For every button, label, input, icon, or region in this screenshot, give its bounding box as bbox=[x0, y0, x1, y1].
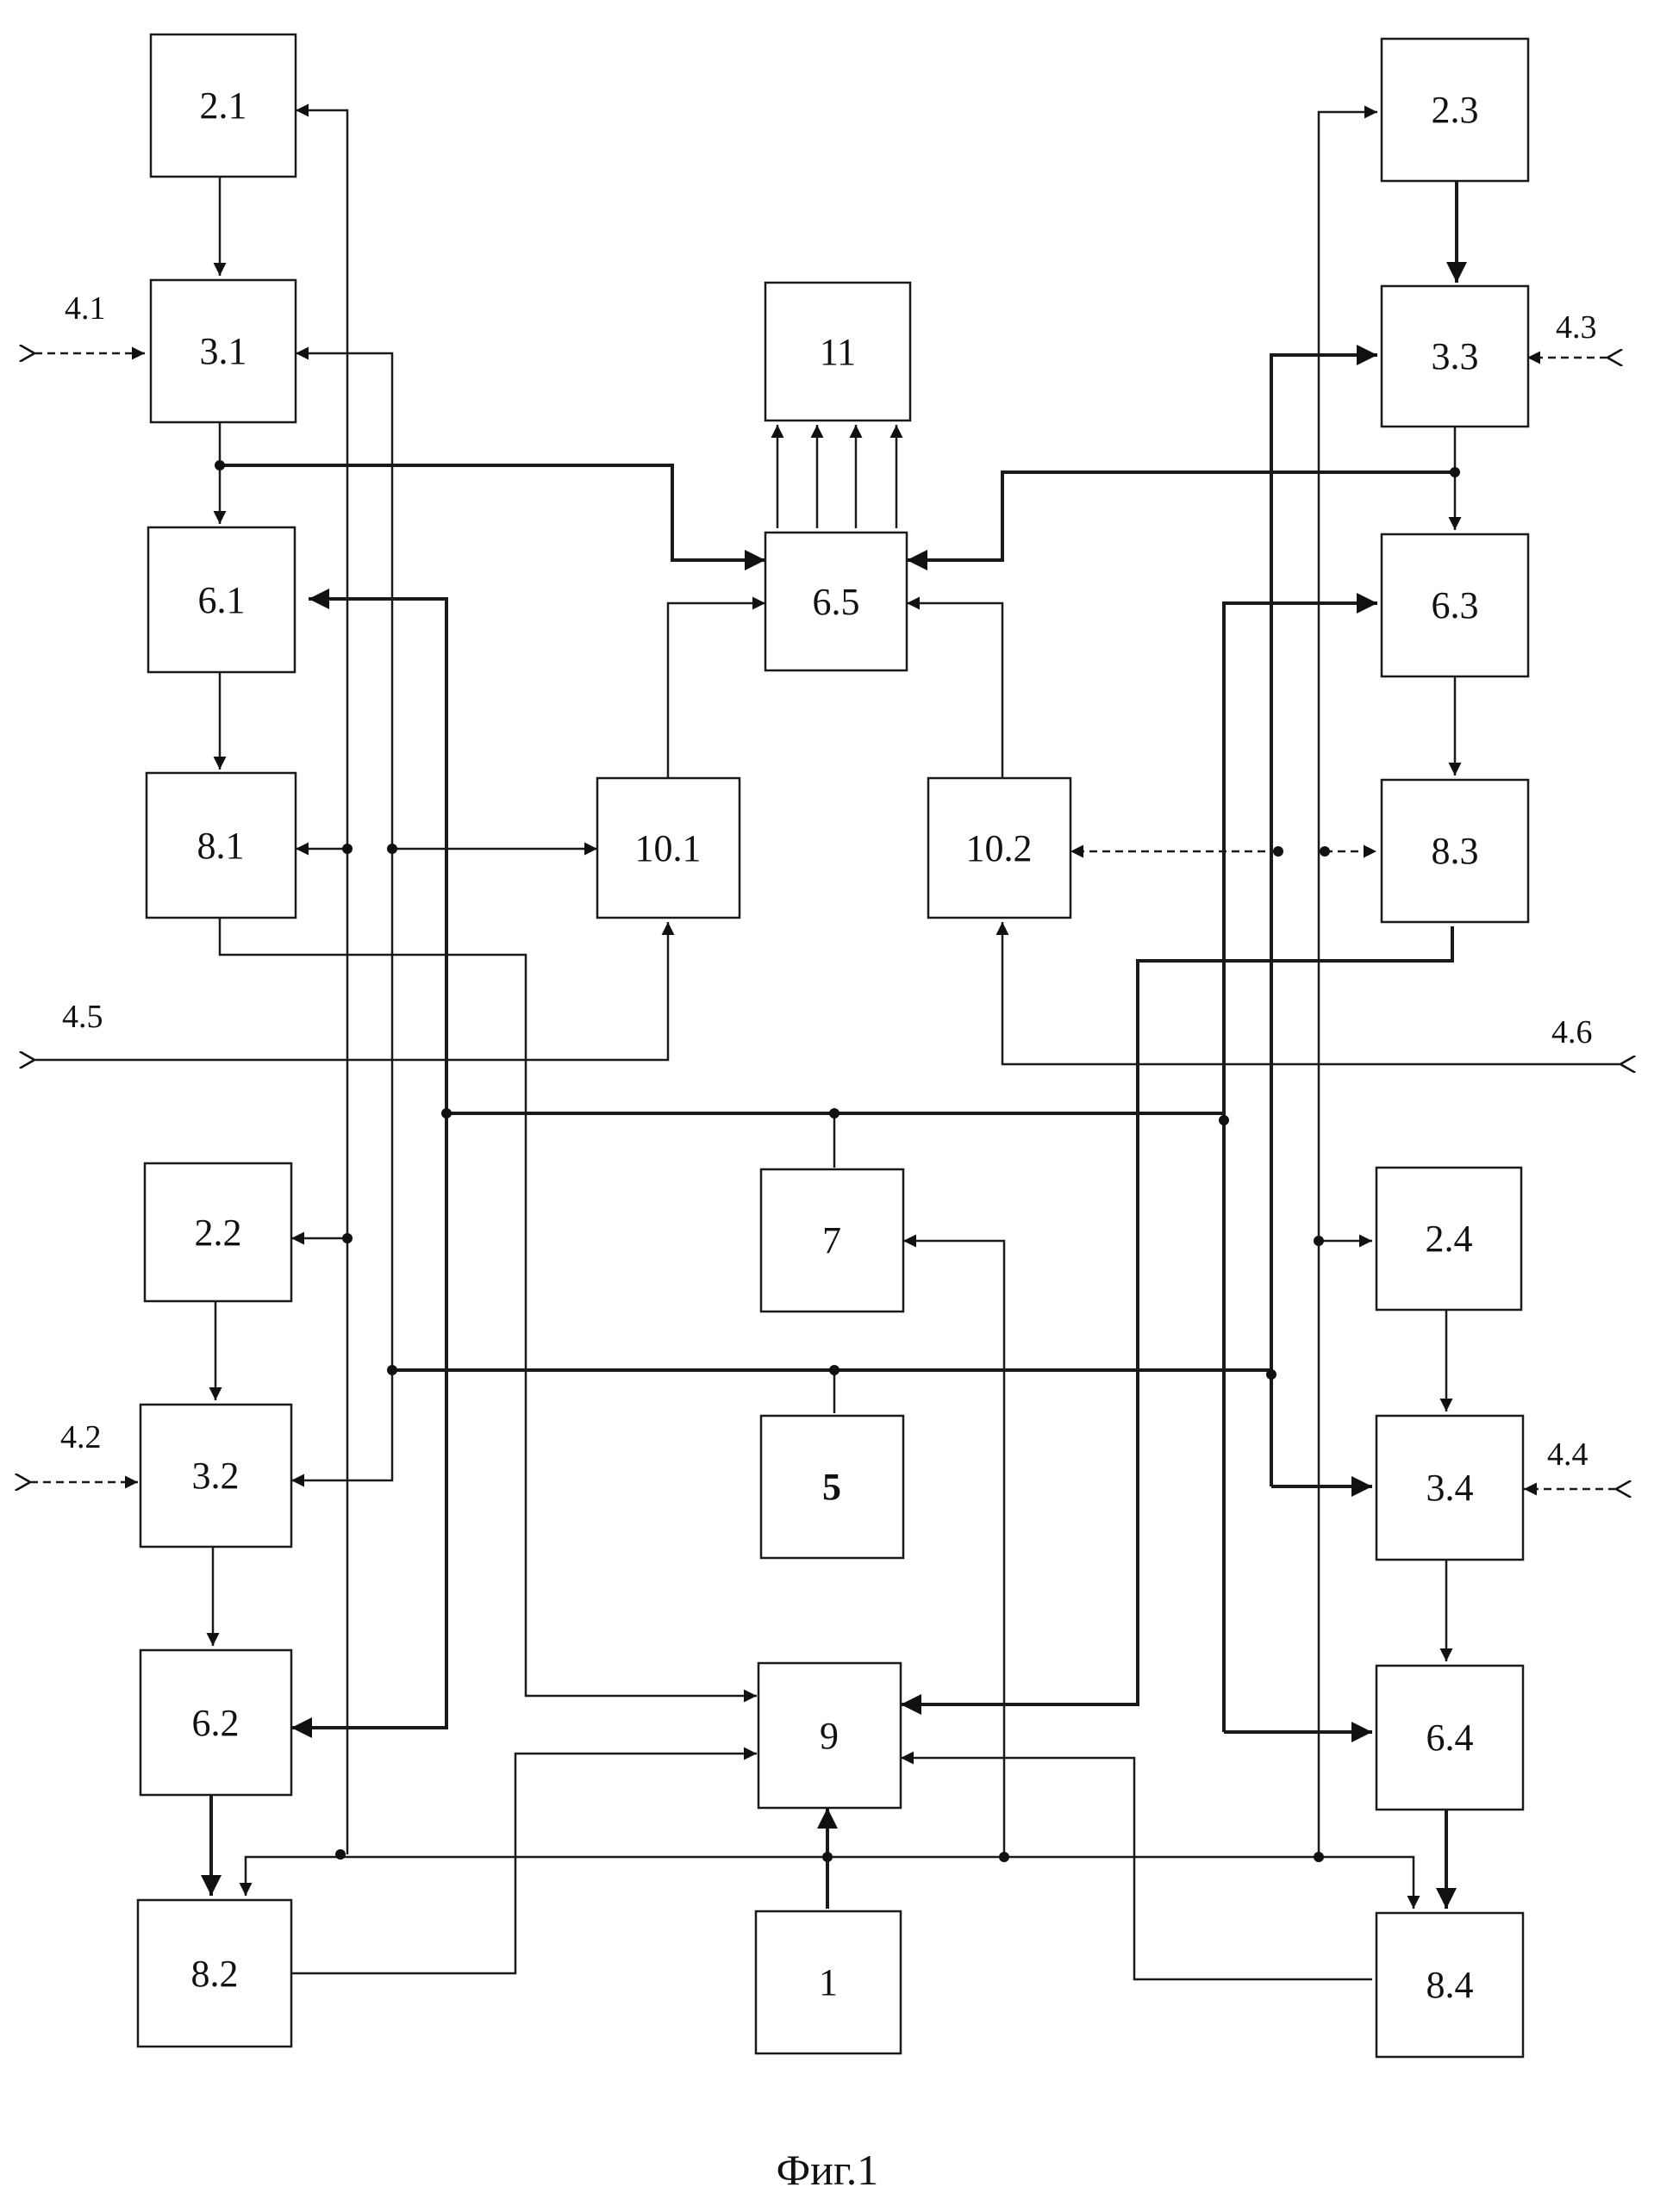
block-11: 11 bbox=[765, 283, 910, 421]
wire-8-4-to-9 bbox=[901, 1758, 1372, 1979]
block-2-2: 2.2 bbox=[145, 1163, 291, 1301]
block-1-label: 1 bbox=[819, 1961, 838, 2003]
block-2-4-label: 2.4 bbox=[1426, 1218, 1473, 1260]
block-10-1: 10.1 bbox=[597, 778, 740, 918]
junction-dot bbox=[342, 1233, 353, 1243]
block-7: 7 bbox=[761, 1169, 903, 1312]
block-6-4: 6.4 bbox=[1376, 1666, 1523, 1810]
block-6-2-label: 6.2 bbox=[192, 1702, 240, 1744]
block-5: 5 bbox=[761, 1416, 903, 1558]
block-10-1-label: 10.1 bbox=[635, 827, 702, 869]
block-3-4: 3.4 bbox=[1376, 1416, 1523, 1560]
block-8-3-label: 8.3 bbox=[1432, 830, 1479, 872]
wire-3-3-out-to-6-5 bbox=[907, 472, 1455, 560]
block-1: 1 bbox=[756, 1911, 901, 2053]
wire-8-2-to-9 bbox=[291, 1754, 757, 1973]
input-4-1-label: 4.1 bbox=[65, 290, 106, 327]
block-3-2-label: 3.2 bbox=[192, 1455, 240, 1497]
block-6-5: 6.5 bbox=[765, 533, 907, 670]
wire-8-3-to-9 bbox=[901, 926, 1452, 1704]
block-8-1: 8.1 bbox=[147, 773, 296, 918]
block-6-3-label: 6.3 bbox=[1432, 584, 1479, 626]
junction-dot bbox=[1266, 1369, 1276, 1380]
block-9: 9 bbox=[758, 1663, 901, 1808]
bus-r2 bbox=[1224, 603, 1377, 1732]
block-3-2: 3.2 bbox=[140, 1405, 291, 1547]
block-8-1-label: 8.1 bbox=[197, 825, 245, 867]
wire-10-2-to-6-5 bbox=[907, 603, 1002, 778]
junction-dot bbox=[829, 1108, 839, 1118]
junction-dot bbox=[822, 1852, 833, 1862]
block-6-1: 6.1 bbox=[148, 527, 295, 672]
wire-bus-1-to-7 bbox=[903, 1241, 1004, 1857]
block-3-3: 3.3 bbox=[1382, 286, 1528, 427]
block-8-2-label: 8.2 bbox=[191, 1953, 239, 1995]
figure-caption: Фиг.1 bbox=[777, 2146, 879, 2194]
junction-dot bbox=[1273, 846, 1283, 857]
wire-4-6-to-10-2 bbox=[1002, 922, 1620, 1064]
wire-4-5-to-10-1 bbox=[34, 922, 668, 1060]
block-11-label: 11 bbox=[820, 331, 856, 373]
block-2-3: 2.3 bbox=[1382, 39, 1528, 181]
junction-dot bbox=[387, 1365, 397, 1375]
input-4-4-label: 4.4 bbox=[1547, 1436, 1588, 1473]
junction-dot bbox=[387, 844, 397, 854]
junction-dot bbox=[1314, 1852, 1324, 1862]
junction-dot bbox=[1320, 846, 1330, 857]
junction-dot bbox=[1450, 467, 1460, 477]
block-5-label: 5 bbox=[822, 1466, 841, 1508]
block-9-label: 9 bbox=[820, 1715, 839, 1757]
block-6-3: 6.3 bbox=[1382, 534, 1528, 676]
junction-dot bbox=[1314, 1236, 1324, 1246]
block-8-4-label: 8.4 bbox=[1426, 1964, 1474, 2006]
input-4-2-label: 4.2 bbox=[60, 1419, 102, 1455]
block-10-2: 10.2 bbox=[928, 778, 1070, 918]
wire-3-1-out-to-6-5 bbox=[220, 465, 765, 560]
block-8-3: 8.3 bbox=[1382, 780, 1528, 922]
block-3-1: 3.1 bbox=[151, 280, 296, 422]
input-4-3-label: 4.3 bbox=[1556, 309, 1597, 346]
block-3-1-label: 3.1 bbox=[200, 330, 247, 372]
bus-r1 bbox=[1271, 355, 1377, 1486]
block-3-3-label: 3.3 bbox=[1432, 335, 1479, 377]
block-6-5-label: 6.5 bbox=[813, 581, 860, 623]
bus-l3-top bbox=[309, 599, 446, 1113]
wire-8-1-to-9 bbox=[220, 918, 757, 1696]
block-8-4: 8.4 bbox=[1376, 1913, 1523, 2057]
block-6-1-label: 6.1 bbox=[198, 579, 246, 621]
junction-dot bbox=[342, 844, 353, 854]
block-2-1: 2.1 bbox=[151, 34, 296, 177]
wire-10-1-to-6-5 bbox=[668, 603, 765, 778]
block-10-2-label: 10.2 bbox=[966, 827, 1033, 869]
block-8-2: 8.2 bbox=[138, 1900, 291, 2047]
block-6-2: 6.2 bbox=[140, 1650, 291, 1795]
input-4-6-label: 4.6 bbox=[1551, 1014, 1593, 1050]
bus-r3 bbox=[1319, 112, 1377, 1857]
junction-dot bbox=[441, 1108, 452, 1118]
input-4-5-label: 4.5 bbox=[62, 999, 103, 1035]
junction-dot bbox=[829, 1365, 839, 1375]
bus-l3 bbox=[291, 1113, 446, 1728]
block-6-4-label: 6.4 bbox=[1426, 1717, 1474, 1759]
block-2-3-label: 2.3 bbox=[1432, 89, 1479, 131]
bus-block-1-right bbox=[827, 1857, 1414, 1909]
block-7-label: 7 bbox=[822, 1219, 841, 1262]
block-2-2-label: 2.2 bbox=[195, 1212, 242, 1254]
block-3-4-label: 3.4 bbox=[1426, 1467, 1474, 1509]
block-2-4: 2.4 bbox=[1376, 1168, 1521, 1310]
junction-dot bbox=[999, 1852, 1009, 1862]
block-2-1-label: 2.1 bbox=[200, 84, 247, 127]
bus-l2 bbox=[291, 1370, 392, 1480]
junction-dot bbox=[1219, 1115, 1229, 1125]
junction-dot bbox=[335, 1849, 346, 1860]
bus-l2-top bbox=[296, 353, 392, 1370]
bus-l1 bbox=[296, 110, 347, 1854]
bus-block-1 bbox=[246, 1857, 827, 1896]
junction-dot bbox=[215, 460, 225, 470]
